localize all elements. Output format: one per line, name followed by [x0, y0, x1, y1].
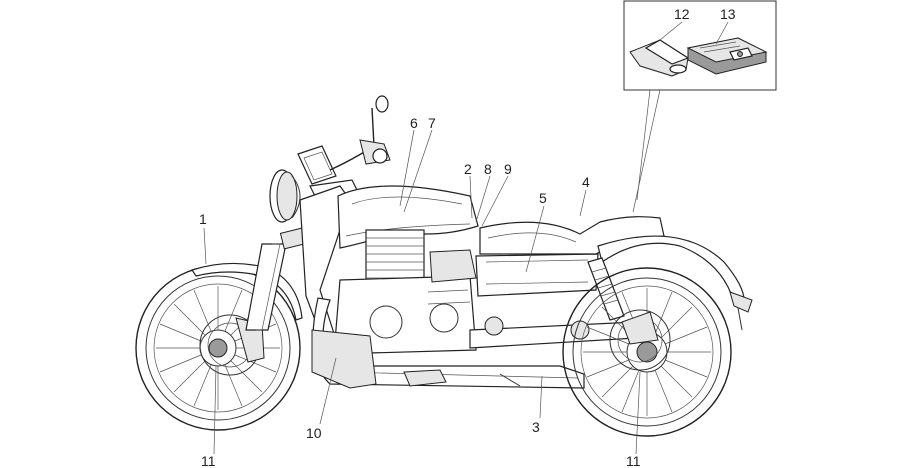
callout-6: 6: [410, 115, 418, 131]
callout-13: 13: [720, 6, 736, 22]
part-12-pouch: [629, 39, 690, 77]
inset-parts-box: [623, 0, 777, 91]
rear-shock: [587, 257, 625, 321]
callout-11-rear: 11: [626, 453, 641, 468]
callout-10: 10: [306, 425, 322, 441]
rear-wheel: [562, 267, 732, 437]
leader-lines: [203, 129, 641, 455]
headlight: [269, 169, 301, 223]
callout-3: 3: [532, 419, 540, 435]
front-mudguard: [191, 262, 303, 321]
seat: [479, 216, 665, 255]
callout-7: 7: [428, 115, 436, 131]
callout-2: 2: [464, 161, 472, 177]
side-panel: [475, 253, 599, 297]
callout-11-front: 11: [201, 453, 216, 468]
callout-4: 4: [582, 174, 590, 190]
callout-9: 9: [504, 161, 512, 177]
callout-5: 5: [539, 190, 547, 206]
motorcycle-drawing: [135, 95, 753, 437]
callout-8: 8: [484, 161, 492, 177]
callout-1: 1: [199, 211, 207, 227]
front-wheel: [135, 265, 301, 431]
engine: [333, 229, 477, 355]
callout-labels: 1 2 8 9 5 4 6 7 10 3 11 11 12 13: [199, 6, 736, 468]
engine-guard: [311, 329, 377, 389]
frame-downtube: [299, 185, 351, 361]
footpeg: [403, 369, 447, 387]
part-13-manual: [686, 37, 768, 75]
callout-12: 12: [674, 6, 690, 22]
